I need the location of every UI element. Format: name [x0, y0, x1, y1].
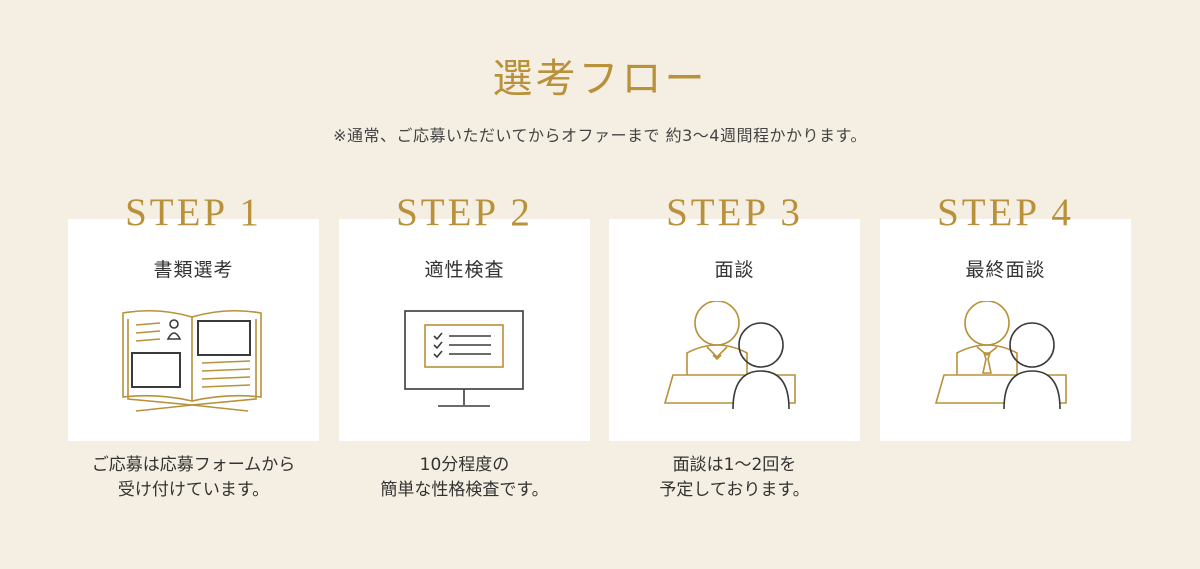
step-name: 最終面談 — [965, 259, 1046, 281]
page-title: 選考フロー — [492, 56, 708, 102]
step-4: 最終面談 STEP 4 — [880, 193, 1131, 441]
step-card: 面談 — [609, 219, 860, 441]
step-description: ご応募は応募フォームから 受け付けています。 — [48, 453, 339, 503]
book-resume-icon — [122, 309, 262, 412]
step-label: STEP 4 — [937, 191, 1074, 234]
step-description: 面談は1〜2回を 予定しております。 — [589, 453, 880, 503]
process-duration-note: ※通常、ご応募いただいてからオファーまで 約3〜4週間程かかります。 — [333, 126, 867, 145]
step-2: 適性検査 STEP 2 10分程度の 簡単な性格検査です。 — [339, 193, 590, 500]
step-description-line: ご応募は応募フォームから — [91, 455, 296, 475]
interview-icon — [663, 301, 796, 410]
step-3: 面談 STEP 3 面談は1〜2回を 予定しております。 — [609, 193, 860, 500]
step-label: STEP 1 — [125, 191, 262, 234]
final-interview-icon — [934, 301, 1067, 410]
step-card: 適性検査 — [339, 219, 590, 441]
step-description-line: 10分程度の — [419, 455, 510, 475]
step-label: STEP 3 — [666, 191, 803, 234]
step-description: 10分程度の 簡単な性格検査です。 — [319, 453, 610, 503]
step-card: 最終面談 — [880, 219, 1131, 441]
step-name: 適性検査 — [424, 259, 505, 281]
monitor-checklist-icon — [404, 310, 524, 407]
step-description-line: 受け付けています。 — [117, 480, 270, 500]
step-label: STEP 2 — [396, 191, 533, 234]
step-1: 書類選考 — [68, 193, 319, 500]
step-description-line: 簡単な性格検査です。 — [380, 480, 549, 500]
step-description-line: 予定しております。 — [659, 480, 810, 500]
step-name: 書類選考 — [153, 259, 234, 281]
step-description-line: 面談は1〜2回を — [672, 455, 797, 475]
step-name: 面談 — [714, 259, 755, 281]
step-card: 書類選考 — [68, 219, 319, 441]
